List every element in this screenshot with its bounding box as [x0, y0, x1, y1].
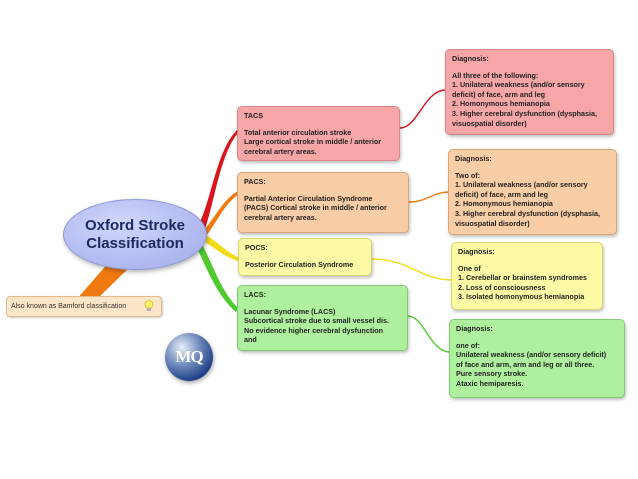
lacs-diagnosis-line: one of: — [456, 340, 480, 350]
pocs-line: Posterior Circulation Syndrome — [245, 259, 354, 269]
mq-logo: MQ — [165, 333, 213, 381]
pocs-node[interactable]: POCS: Posterior Circulation Syndrome — [238, 238, 372, 276]
pacs-diagnosis-line: visuospatial disorder) — [455, 218, 530, 228]
tacs-diagnosis-title: Diagnosis: — [452, 54, 489, 63]
lacs-diagnosis-line: Unilateral weakness (and/or sensory defi… — [456, 350, 607, 360]
lacs-line: Lacunar Syndrome (LACS) — [244, 306, 336, 316]
lacs-diagnosis-node[interactable]: Diagnosis: one of: Unilateral weakness (… — [449, 319, 625, 398]
branch-pacs-connector — [202, 191, 238, 236]
central-topic-line-2: Classification — [86, 234, 184, 252]
pacs-diagnosis-line: 1. Unilateral weakness (and/or sensory — [455, 180, 588, 190]
pacs-diagnosis-line: 2. Homonymous hemianopia — [455, 199, 553, 209]
lacs-line: and — [244, 335, 257, 345]
pocs-diagnosis-title: Diagnosis: — [458, 247, 495, 256]
pocs-diagnosis-connector — [371, 258, 453, 281]
tacs-diagnosis-line: All three of the following: — [452, 70, 539, 80]
callout-text: Also known as Bamford classification — [11, 303, 127, 310]
tacs-line: Total anterior circulation stroke — [244, 127, 352, 137]
lacs-diagnosis-connector — [407, 315, 451, 353]
tacs-diagnosis-line: 1. Unilateral weakness (and/or sensory — [452, 80, 585, 90]
lacs-line: Subcortical stroke due to small vessel d… — [244, 316, 390, 326]
pacs-title: PACS: — [244, 177, 266, 186]
lacs-diagnosis-line: Ataxic hemiparesis. — [456, 378, 524, 388]
bamford-callout[interactable]: Also known as Bamford classification — [6, 296, 162, 317]
pocs-diagnosis-line: One of — [458, 263, 481, 273]
pacs-line: (PACS) Cortical stroke in middle / anter… — [244, 203, 387, 213]
callout-arrow — [76, 261, 132, 300]
pacs-diagnosis-node[interactable]: Diagnosis: Two of: 1. Unilateral weaknes… — [448, 149, 617, 235]
tacs-diagnosis-line: 2. Homonymous hemianopia — [452, 99, 550, 109]
pocs-title: POCS: — [245, 243, 268, 252]
tacs-line: Large cortical stroke in middle / anteri… — [244, 137, 382, 147]
tacs-diagnosis-connector — [399, 89, 447, 129]
central-topic[interactable]: Oxford Stroke Classification — [63, 199, 207, 270]
pocs-diagnosis-line: 1. Cerebellar or brainstem syndromes — [458, 273, 588, 283]
lacs-line: No evidence higher cerebral dysfunction — [244, 325, 383, 335]
lacs-node[interactable]: LACS: Lacunar Syndrome (LACS) Subcortica… — [237, 285, 408, 351]
pacs-diagnosis-line: 3. Higher cerebral dysfunction (dysphasi… — [455, 208, 600, 218]
branch-pocs-connector — [202, 234, 238, 261]
tacs-diagnosis-line: visuospatial disorder) — [452, 118, 527, 128]
pocs-diagnosis-line: 2. Loss of consciousness — [458, 282, 546, 292]
central-topic-line-1: Oxford Stroke — [84, 216, 186, 234]
pacs-diagnosis-connector — [408, 191, 450, 203]
logo-text: MQ — [175, 347, 203, 366]
branch-lacs-connector — [196, 240, 238, 312]
lacs-diagnosis-line: of face and arm, arm and leg or all thre… — [456, 359, 595, 369]
branch-tacs-connector — [198, 129, 238, 232]
pacs-line: Partial Anterior Circulation Syndrome — [244, 193, 373, 203]
pacs-node[interactable]: PACS: Partial Anterior Circulation Syndr… — [237, 172, 409, 233]
tacs-diagnosis-line: deficit) of face, arm and leg — [452, 89, 546, 99]
tacs-diagnosis-line: 3. Higher cerebral dysfunction (dysphasi… — [452, 108, 597, 118]
lacs-diagnosis-title: Diagnosis: — [456, 324, 493, 333]
pocs-diagnosis-node[interactable]: Diagnosis: One of 1. Cerebellar or brain… — [451, 242, 603, 310]
tacs-node[interactable]: TACS Total anterior circulation stroke L… — [237, 106, 400, 161]
pacs-diagnosis-line: Two of: — [455, 170, 481, 180]
lightbulb-icon — [144, 300, 154, 311]
tacs-title: TACS — [244, 111, 264, 120]
pacs-line: cerebral artery areas. — [244, 212, 317, 222]
lacs-diagnosis-line: Pure sensory stroke. — [456, 369, 528, 379]
pacs-diagnosis-title: Diagnosis: — [455, 154, 492, 163]
pocs-diagnosis-line: 3. Isolated homonymous hemianopia — [458, 292, 585, 302]
lacs-title: LACS: — [244, 290, 266, 299]
pacs-diagnosis-line: deficit) of face, arm and leg — [455, 189, 549, 199]
tacs-line: cerebral artery areas. — [244, 146, 317, 156]
tacs-diagnosis-node[interactable]: Diagnosis: All three of the following: 1… — [445, 49, 614, 135]
